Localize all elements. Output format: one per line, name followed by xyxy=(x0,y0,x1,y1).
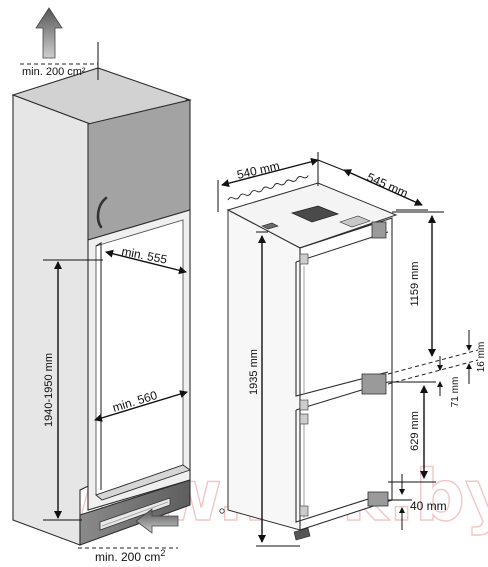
door-gap-line-upper xyxy=(387,349,479,375)
niche-height-label: 1940-1950 mm xyxy=(43,353,55,427)
top-vent-arrow-icon xyxy=(35,7,63,59)
fridge-foot-icon xyxy=(293,527,311,541)
hinge-bottom-icon xyxy=(367,491,389,507)
fridge-side-panel xyxy=(227,209,301,531)
width-label: 540 mm xyxy=(236,159,281,182)
door-gap-label: 16 mm xyxy=(476,342,487,373)
bottom-vent-arrow-icon xyxy=(135,508,179,534)
hinge-gap-label: 71 mm xyxy=(450,377,461,408)
top-vent-label: min. 200 cm² xyxy=(22,66,86,78)
fridge-top-plate xyxy=(290,205,340,223)
niche-depth-dimension xyxy=(105,249,187,275)
fridge-upper-compartment xyxy=(295,262,389,397)
door-gap-line-lower xyxy=(387,359,479,385)
built-in-fridge xyxy=(219,182,398,541)
lower-door-label: 629 mm xyxy=(409,411,421,451)
upper-door-label: 1159 mm xyxy=(409,261,421,306)
depth-dimension xyxy=(343,169,423,206)
width-dimension xyxy=(221,157,319,188)
depth-label: 545 mm xyxy=(365,170,410,200)
kitchen-cabinet xyxy=(11,67,192,546)
fridge-lower-compartment xyxy=(295,410,385,523)
height-label: 1935 mm xyxy=(248,349,260,395)
door-handle-icon xyxy=(96,196,108,229)
bottom-vent-label: min. 200 cm2 xyxy=(95,548,165,564)
hinge-middle-icon xyxy=(361,373,387,395)
niche-floor xyxy=(95,464,191,501)
niche-width-dimension xyxy=(94,390,188,422)
bottom-gap-label: 40 mm xyxy=(410,499,447,513)
hinge-top-icon xyxy=(371,221,387,239)
